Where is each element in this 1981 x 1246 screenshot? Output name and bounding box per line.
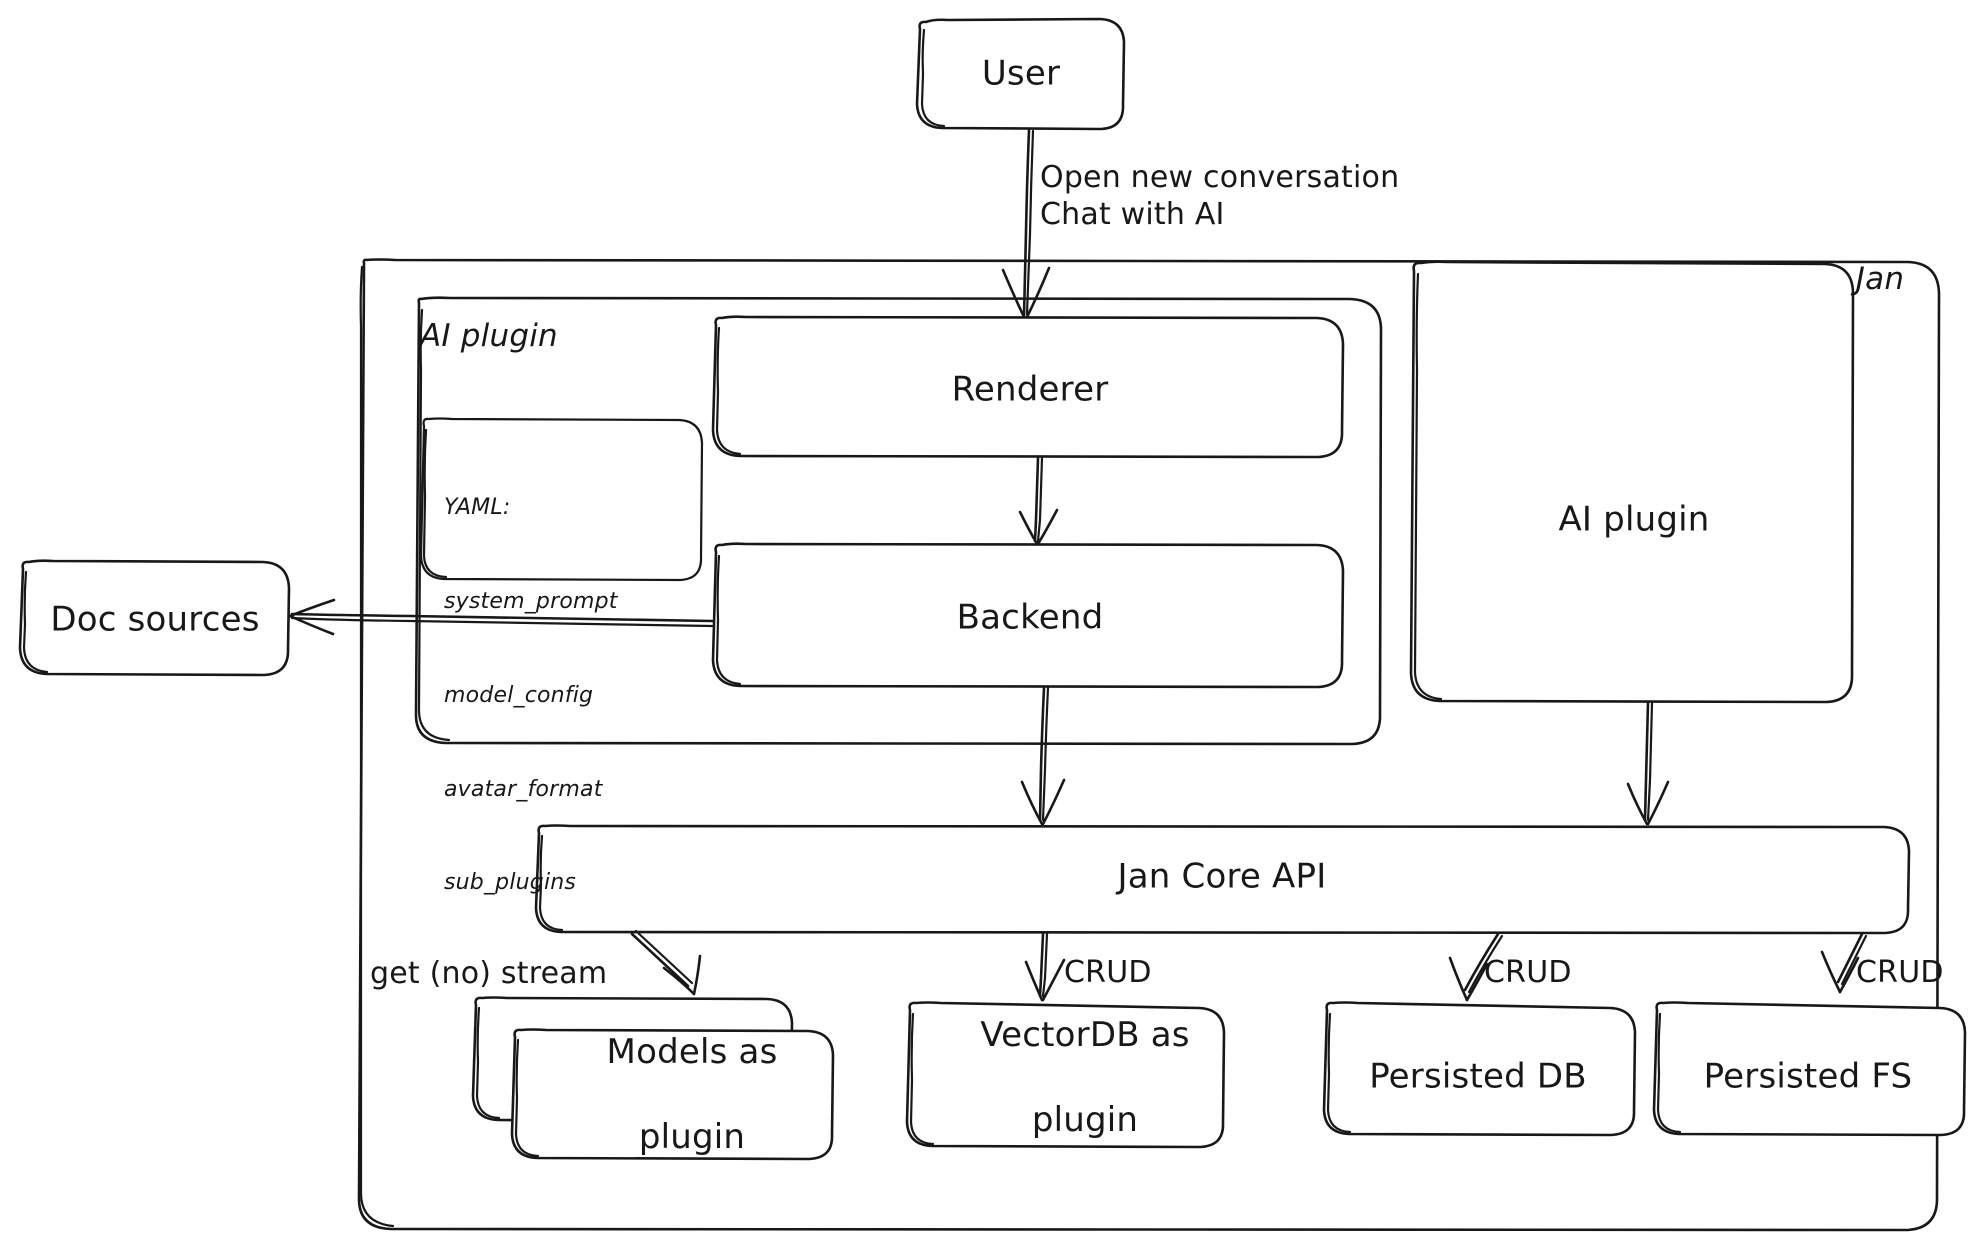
edge-label-core-api-to-persisted-fs: CRUD: [1856, 955, 1944, 990]
yaml-key-1: model_config: [444, 682, 594, 708]
node-renderer-label: Renderer: [951, 369, 1109, 410]
edge-ai-plugin-to-core-api: [1626, 701, 1670, 826]
edge-backend-to-core-api: [1020, 686, 1066, 826]
edge-label-core-api-to-models: get (no) stream: [370, 956, 608, 991]
node-jan-core-api-box[interactable]: [534, 824, 1911, 935]
node-doc-sources-box[interactable]: [18, 559, 291, 677]
node-renderer-box[interactable]: [711, 315, 1345, 459]
edge-label-line2: Chat with AI: [1040, 196, 1225, 232]
node-ai-plugin-right-box[interactable]: [1409, 260, 1855, 704]
edge-core-api-to-persisted-fs: [1820, 932, 1868, 994]
node-models-as-plugin-label: Models as plugin: [563, 988, 778, 1202]
models-as-plugin-line2: plugin: [638, 1117, 746, 1158]
node-yaml-card: [419, 417, 704, 582]
node-user-label: User: [981, 53, 1061, 94]
edge-label-core-api-to-vectordb: CRUD: [1064, 955, 1152, 990]
edge-label-core-api-to-persisted-db: CRUD: [1484, 955, 1572, 990]
edge-user-to-renderer: [1001, 128, 1051, 321]
edge-backend-to-doc-sources: [288, 598, 714, 636]
edge-label-line1: Open new conversation: [1040, 160, 1400, 195]
node-ai-plugin-right-label: AI plugin: [1558, 499, 1710, 540]
node-persisted-fs-label: Persisted FS: [1703, 1056, 1913, 1097]
edge-core-api-to-models: [630, 929, 702, 996]
yaml-key-3: sub_plugins: [444, 870, 577, 896]
edge-renderer-to-backend: [1018, 456, 1059, 546]
node-user-box[interactable]: [915, 17, 1126, 131]
node-vectordb-as-plugin-label: VectorDB as plugin: [936, 971, 1189, 1185]
node-doc-sources-label: Doc sources: [50, 599, 260, 640]
models-as-plugin-line1: Models as: [606, 1031, 778, 1072]
node-backend-box[interactable]: [711, 542, 1345, 689]
node-persisted-db-box[interactable]: [1322, 1001, 1637, 1137]
node-jan-core-api-label: Jan Core API: [1117, 856, 1327, 897]
vectordb-as-plugin-line2: plugin: [1031, 1100, 1139, 1141]
yaml-key-0: system_prompt: [444, 589, 618, 615]
node-vectordb-as-plugin-box[interactable]: [905, 1001, 1226, 1149]
node-models-as-plugin-box[interactable]: [471, 996, 835, 1161]
yaml-key-2: avatar_format: [444, 776, 603, 802]
yaml-header: YAML:: [444, 495, 511, 521]
edge-core-api-to-persisted-db: [1448, 932, 1504, 1002]
node-backend-label: Backend: [956, 597, 1104, 638]
container-ai-plugin-group-label: AI plugin: [420, 318, 558, 354]
container-jan-label: Jan: [1855, 261, 1905, 298]
node-yaml-card-text: YAML: system_prompt model_config avatar_…: [444, 430, 618, 961]
edge-core-api-to-vectordb: [1024, 932, 1066, 1002]
node-persisted-fs-box[interactable]: [1652, 1001, 1967, 1137]
vectordb-as-plugin-line1: VectorDB as: [980, 1014, 1190, 1055]
node-persisted-db-label: Persisted DB: [1369, 1056, 1587, 1097]
